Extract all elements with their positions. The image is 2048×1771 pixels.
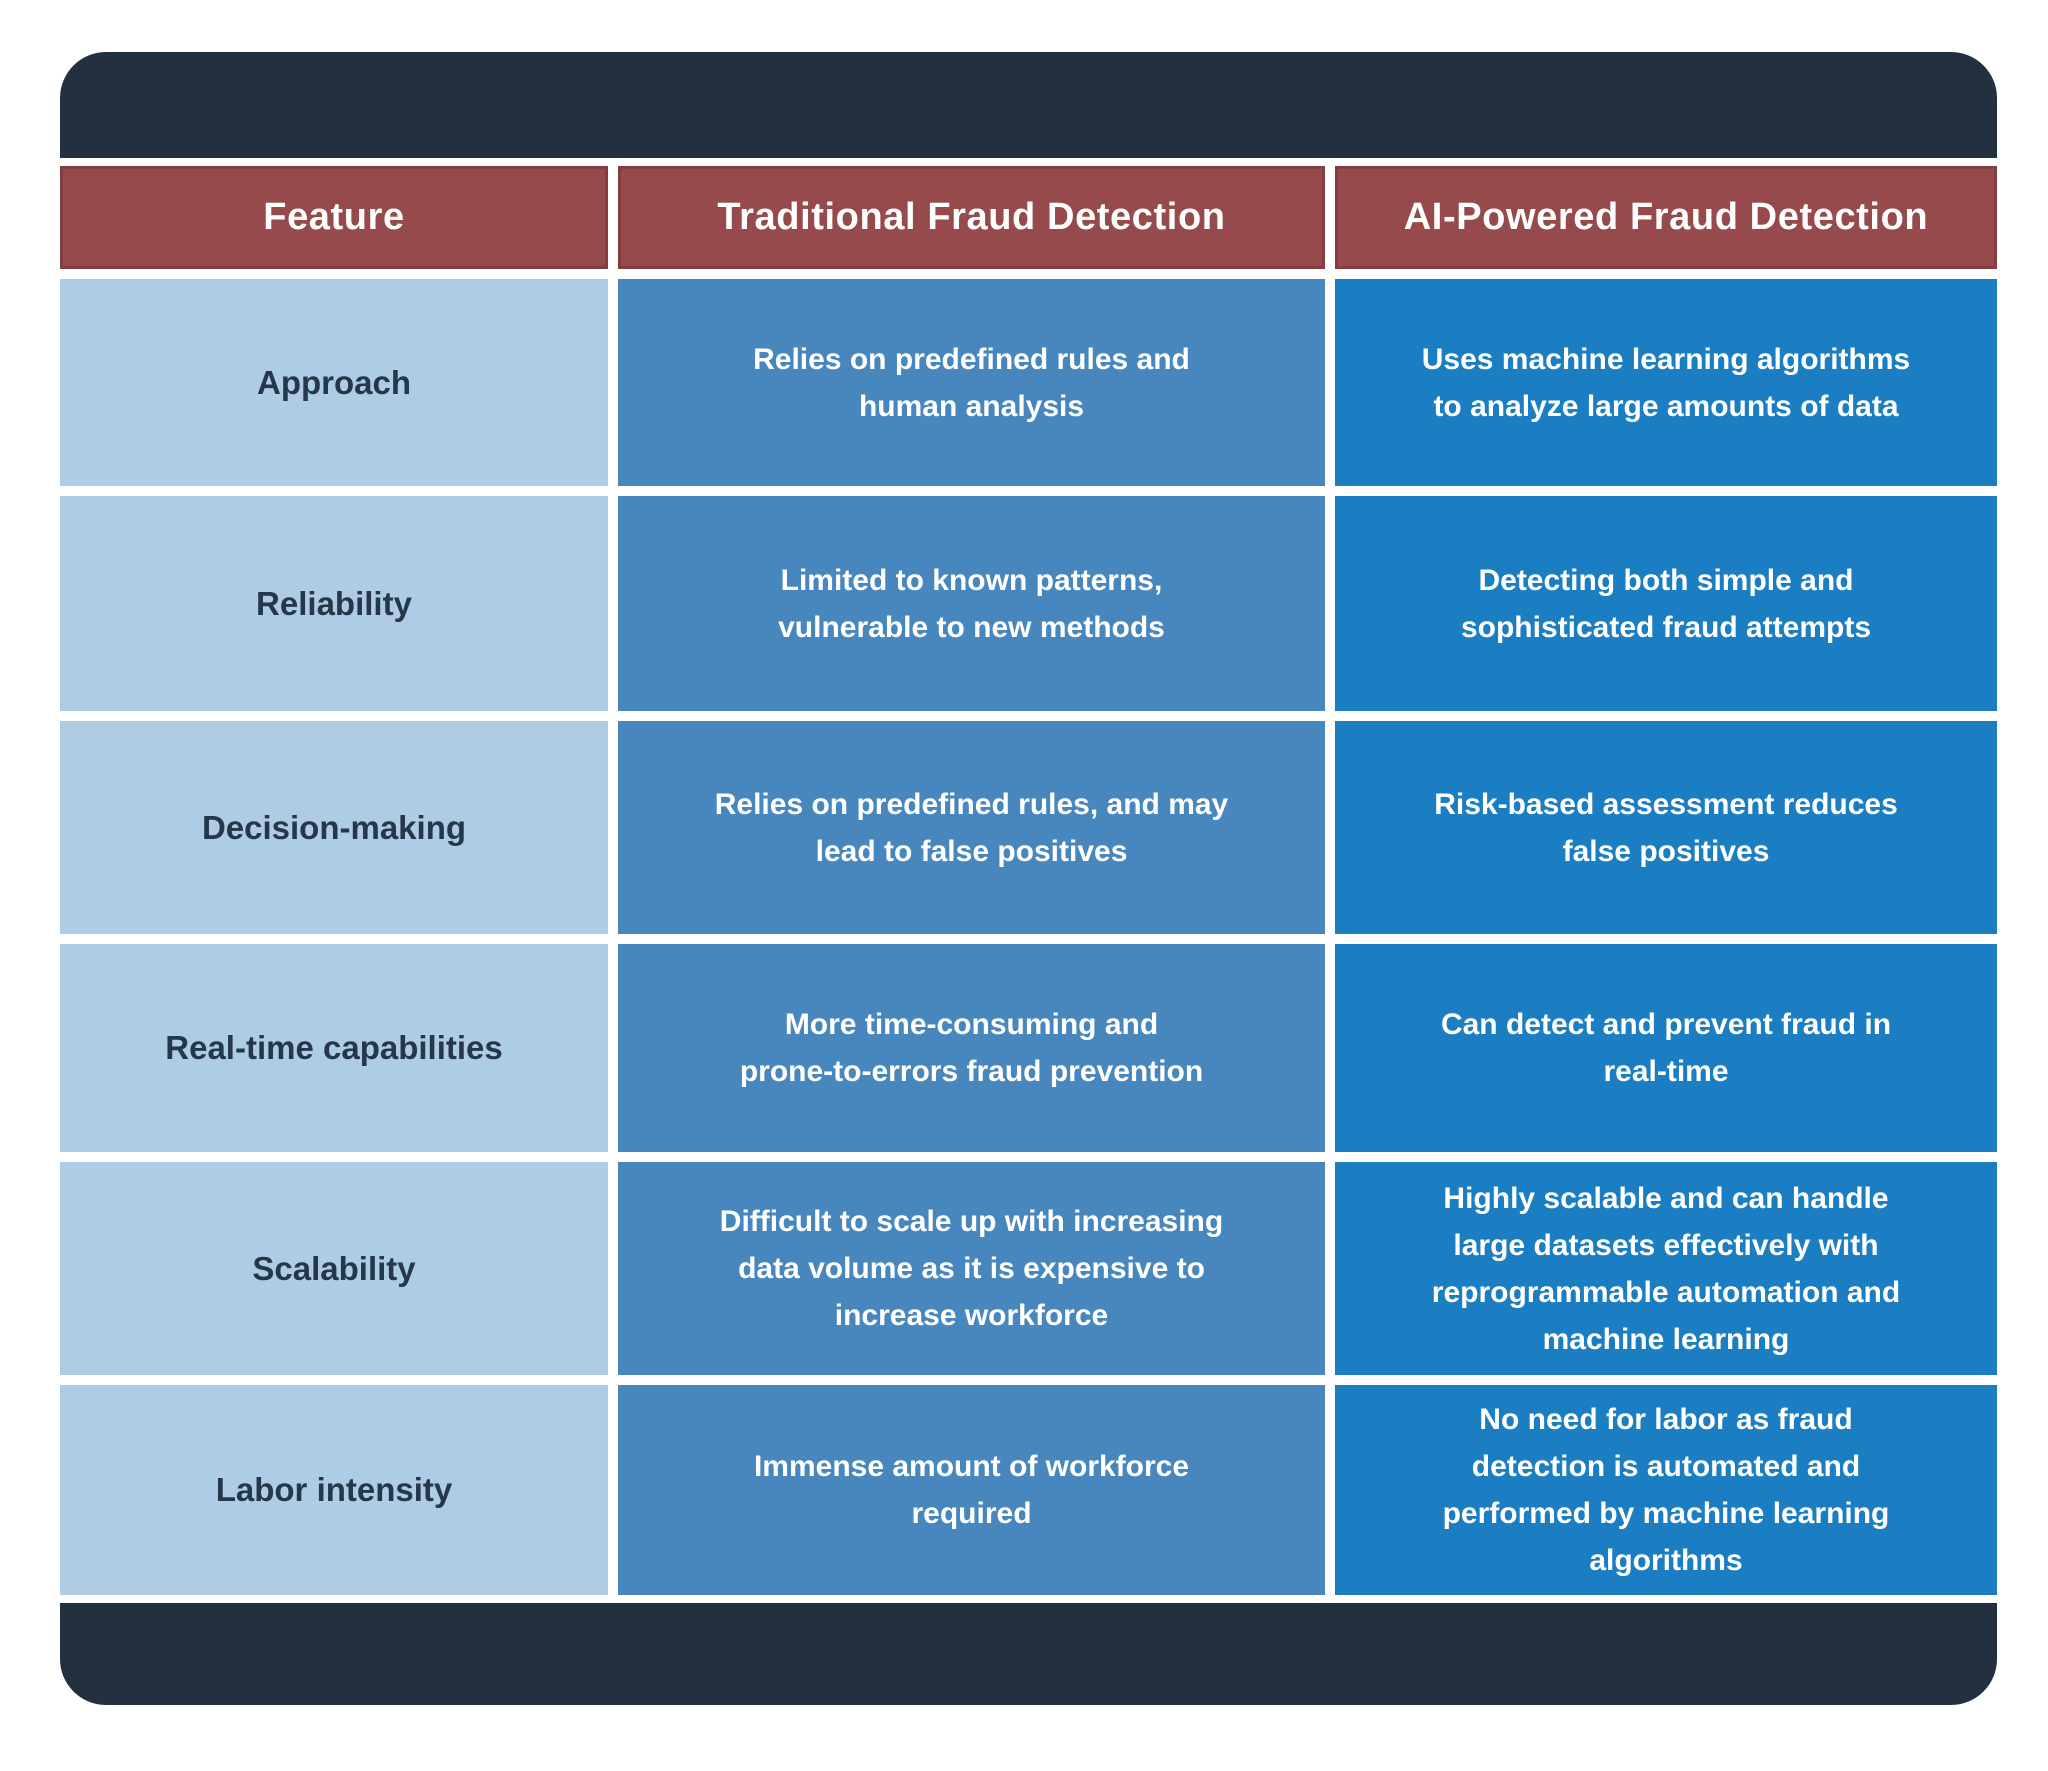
feature-cell-scalability: Scalability <box>60 1162 608 1375</box>
feature-cell-reliability: Reliability <box>60 496 608 711</box>
card-top-bar <box>60 52 1997 158</box>
ai-cell-real-time: Can detect and prevent fraud in real-tim… <box>1335 944 1997 1152</box>
ai-cell-reliability: Detecting both simple and sophisticated … <box>1335 496 1997 711</box>
feature-cell-real-time: Real-time capabilities <box>60 944 608 1152</box>
traditional-cell-real-time: More time-consuming and prone-to-errors … <box>618 944 1325 1152</box>
table-card: Feature Traditional Fraud Detection AI-P… <box>60 52 1997 1705</box>
ai-cell-decision-making: Risk-based assessment reduces false posi… <box>1335 721 1997 934</box>
feature-cell-decision-making: Decision-making <box>60 721 608 934</box>
feature-cell-approach: Approach <box>60 279 608 486</box>
traditional-cell-scalability: Difficult to scale up with increasing da… <box>618 1162 1325 1375</box>
traditional-cell-labor-intensity: Immense amount of workforce required <box>618 1385 1325 1595</box>
ai-cell-approach: Uses machine learning algorithms to anal… <box>1335 279 1997 486</box>
header-traditional: Traditional Fraud Detection <box>618 166 1325 269</box>
traditional-cell-approach: Relies on predefined rules and human ana… <box>618 279 1325 486</box>
ai-cell-labor-intensity: No need for labor as fraud detection is … <box>1335 1385 1997 1595</box>
ai-cell-scalability: Highly scalable and can handle large dat… <box>1335 1162 1997 1375</box>
card-bottom-bar <box>60 1603 1997 1705</box>
traditional-cell-decision-making: Relies on predefined rules, and may lead… <box>618 721 1325 934</box>
comparison-table: Feature Traditional Fraud Detection AI-P… <box>60 158 1997 1603</box>
traditional-cell-reliability: Limited to known patterns, vulnerable to… <box>618 496 1325 711</box>
feature-cell-labor-intensity: Labor intensity <box>60 1385 608 1595</box>
header-feature: Feature <box>60 166 608 269</box>
header-ai: AI-Powered Fraud Detection <box>1335 166 1997 269</box>
